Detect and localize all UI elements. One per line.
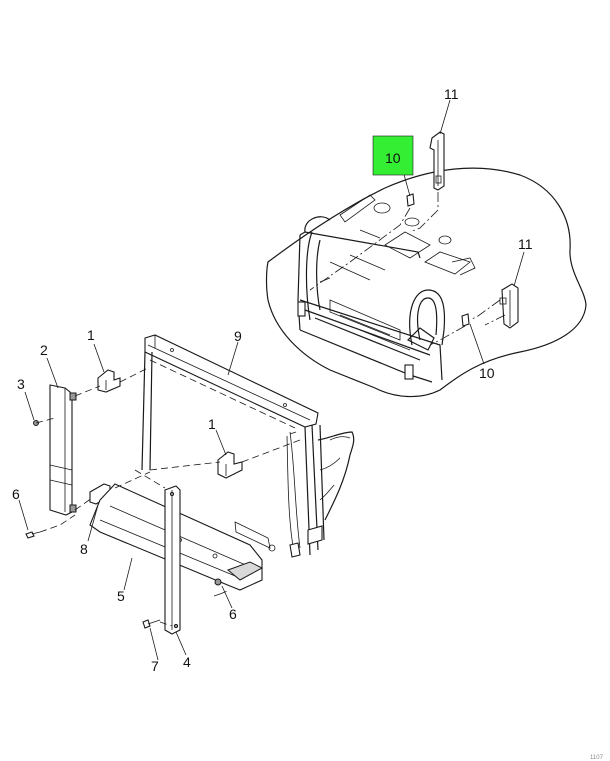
vertical-bar-4 — [164, 485, 181, 635]
callout-2[interactable]: 2 — [40, 342, 48, 358]
bolt-6-right — [213, 578, 222, 597]
top-rail-9 — [144, 334, 319, 428]
callout-10-lower[interactable]: 10 — [479, 365, 495, 381]
callout-labels: 1 2 3 6 8 5 7 4 6 1 9 10 11 11 10 — [12, 86, 533, 674]
callout-5[interactable]: 5 — [117, 588, 125, 604]
leader-lines — [18, 99, 525, 661]
footer-code: 1107 — [590, 755, 604, 761]
bracket-11-upper — [429, 131, 445, 191]
clip-10-upper — [406, 193, 415, 207]
callout-6-right[interactable]: 6 — [229, 606, 237, 622]
callout-4[interactable]: 4 — [183, 654, 191, 670]
assembly-lines-lower — [35, 367, 301, 627]
clip-1-upper — [97, 369, 121, 393]
assembly-lines-upper — [309, 192, 506, 346]
callout-11-lower[interactable]: 11 — [518, 236, 533, 252]
callout-1-upper[interactable]: 1 — [87, 327, 95, 343]
cab-outline — [265, 167, 587, 398]
clip-1-lower — [217, 451, 243, 479]
bottom-pan-5 — [89, 483, 276, 591]
callout-6-left[interactable]: 6 — [12, 486, 20, 502]
callout-9[interactable]: 9 — [234, 328, 242, 344]
bracket-11-lower — [499, 283, 519, 329]
callout-10-highlight — [372, 135, 414, 176]
clip-10-lower — [461, 313, 470, 327]
callout-3[interactable]: 3 — [17, 376, 25, 392]
side-panel-2 — [49, 384, 77, 516]
cab-grille-assembly — [297, 194, 476, 383]
frame-sides — [141, 351, 355, 558]
bolt-6-left — [25, 531, 41, 539]
callout-8[interactable]: 8 — [80, 541, 88, 557]
callout-7[interactable]: 7 — [151, 658, 159, 674]
screw-7 — [142, 619, 161, 629]
callout-1-lower[interactable]: 1 — [208, 416, 216, 432]
callout-11-upper[interactable]: 11 — [444, 86, 459, 102]
callout-10-upper[interactable]: 10 — [385, 150, 401, 166]
